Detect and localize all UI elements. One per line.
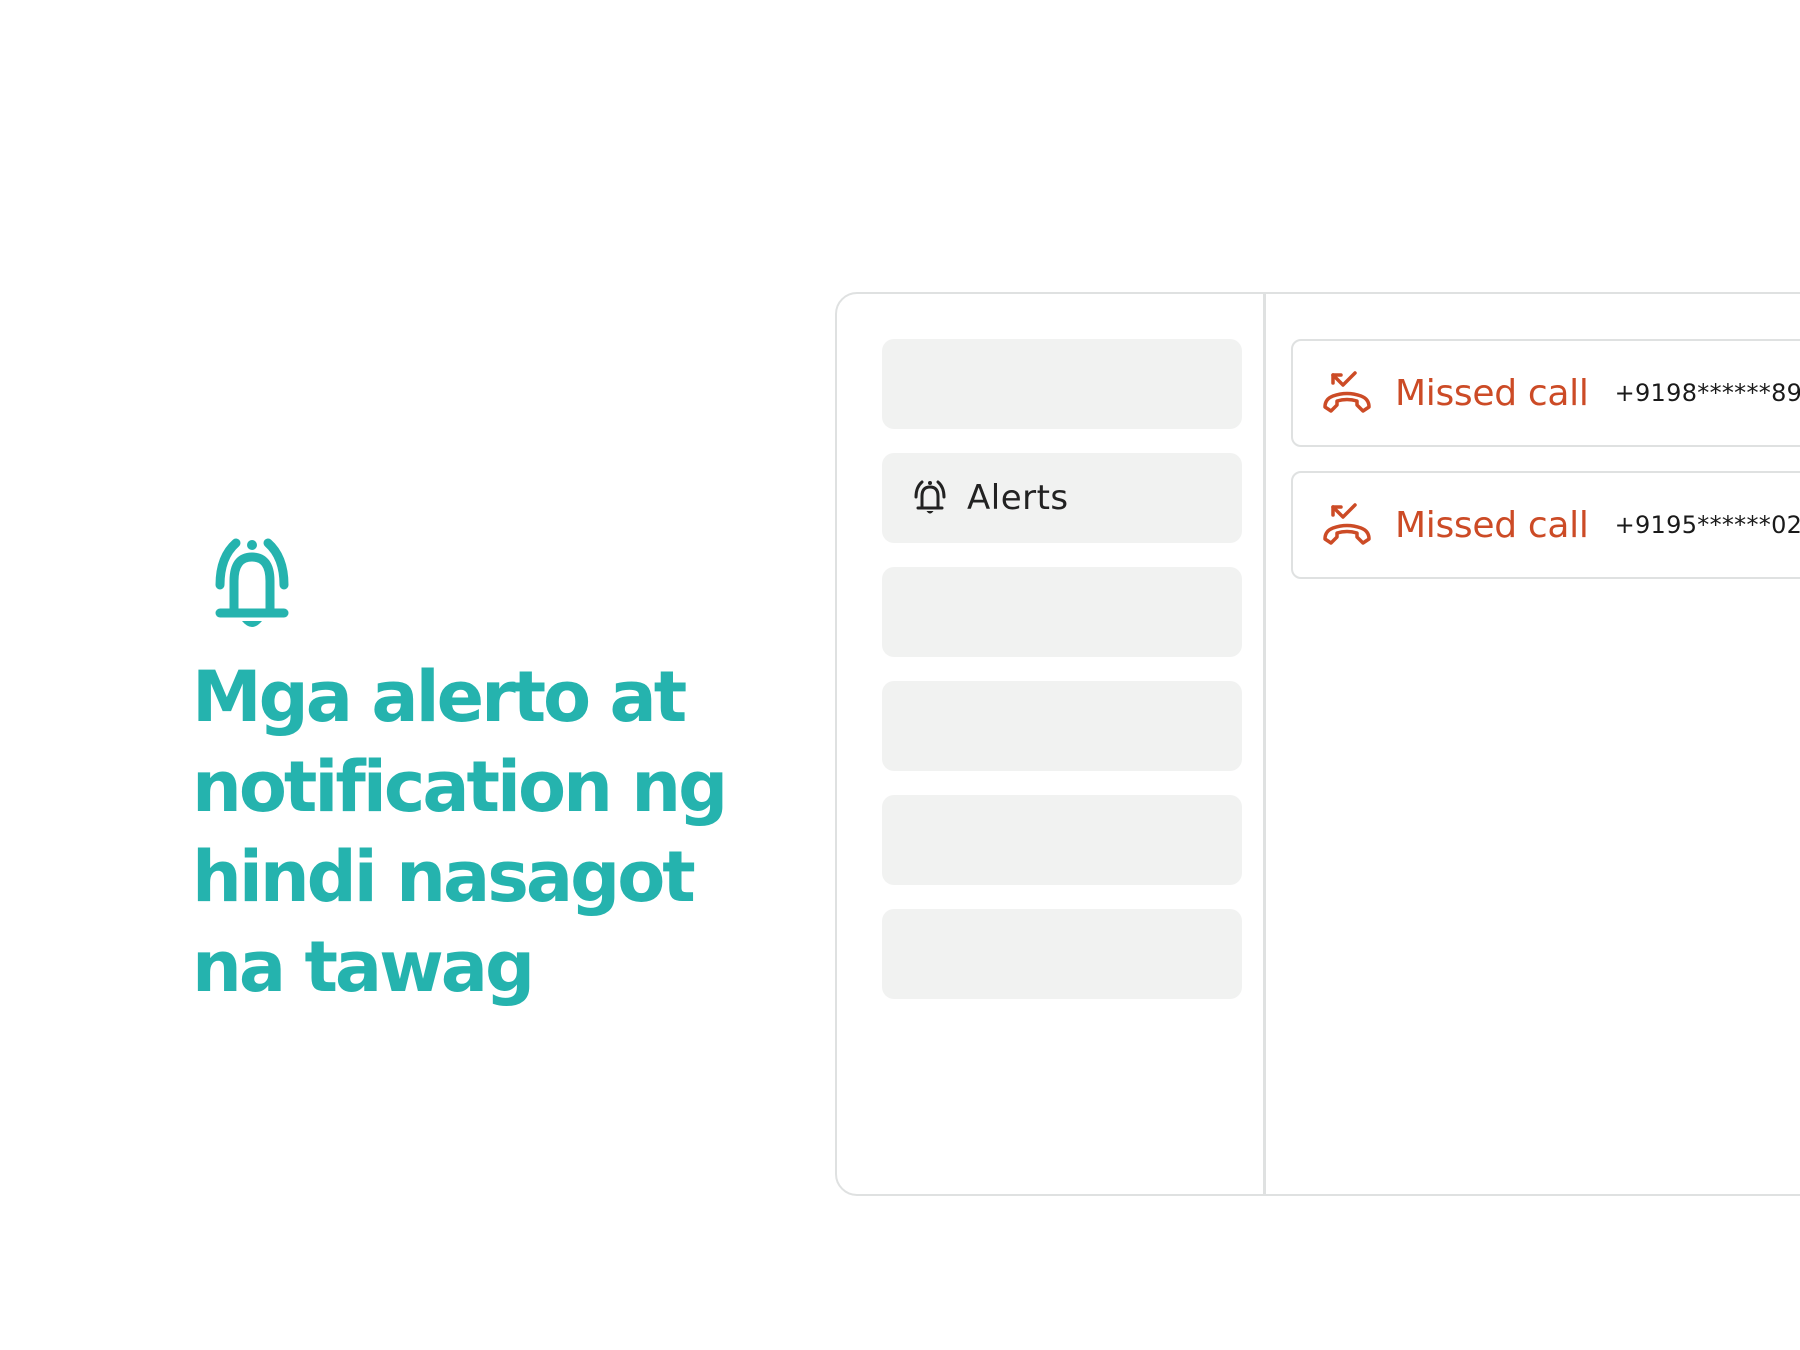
list-item[interactable]: Missed call +9195******02 — [1291, 471, 1800, 579]
sidebar-item-placeholder-5[interactable] — [882, 909, 1242, 999]
sidebar-item-label: Alerts — [967, 478, 1069, 518]
page-title: Mga alerto at notification ng hindi nasa… — [192, 656, 728, 1008]
sidebar: Alerts — [837, 294, 1266, 1194]
call-list: Missed call +9198******89 Missed call +9… — [1266, 294, 1800, 1194]
bell-ringing-icon — [215, 538, 289, 627]
sidebar-item-placeholder-4[interactable] — [882, 795, 1242, 885]
app-window: Alerts Missed call +9198******89 — [835, 292, 1800, 1196]
sidebar-item-placeholder-1[interactable] — [882, 339, 1242, 429]
call-status: Missed call — [1395, 372, 1589, 414]
missed-call-icon — [1323, 503, 1371, 545]
bell-ringing-icon — [914, 480, 946, 514]
list-item[interactable]: Missed call +9198******89 — [1291, 339, 1800, 447]
call-number: +9195******02 — [1614, 511, 1800, 539]
missed-call-icon — [1323, 371, 1371, 413]
sidebar-item-alerts[interactable]: Alerts — [882, 453, 1242, 543]
sidebar-item-placeholder-3[interactable] — [882, 681, 1242, 771]
call-number: +9198******89 — [1614, 379, 1800, 407]
call-status: Missed call — [1395, 504, 1589, 546]
sidebar-item-placeholder-2[interactable] — [882, 567, 1242, 657]
